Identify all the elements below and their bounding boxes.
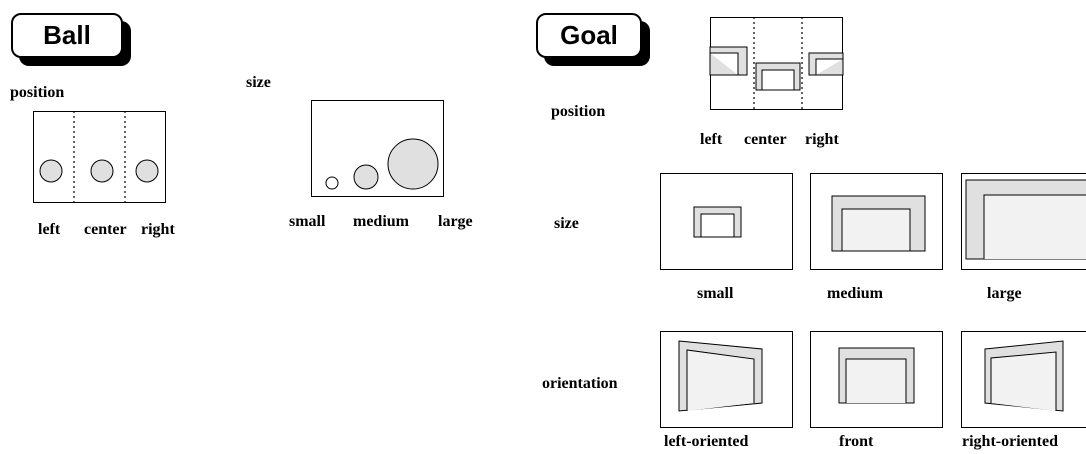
goal-size-label: size <box>554 215 579 232</box>
goal-orientation-front-diagram <box>810 331 943 428</box>
ball-size-medium: medium <box>353 213 409 230</box>
goal-size-small-diagram <box>660 173 793 270</box>
goal-orientation-left-diagram <box>660 331 793 428</box>
goal-size-large: large <box>987 285 1022 302</box>
ball-center <box>90 159 114 183</box>
ball-position-label: position <box>10 84 65 101</box>
ball-size-label: size <box>246 74 271 91</box>
ball-position-diagram <box>33 111 166 203</box>
ball-title: Ball <box>11 13 123 58</box>
goal-orientation-right-diagram <box>961 331 1086 428</box>
goal-size-medium-diagram <box>810 173 943 270</box>
ball-right <box>135 159 159 183</box>
goal-size-small: small <box>697 285 734 302</box>
ball-size-diagram <box>311 100 444 197</box>
ball-size-large: large <box>438 213 473 230</box>
ball-small <box>325 176 339 190</box>
ball-position-right: right <box>141 221 175 238</box>
goal-position-right: right <box>805 131 839 148</box>
goal-position-center: center <box>744 131 787 148</box>
goal-orientation-front: front <box>839 433 874 450</box>
ball-large <box>387 138 439 190</box>
goal-title-tag: Goal <box>536 13 650 66</box>
ball-position-center: center <box>84 221 127 238</box>
goal-orientation-label: orientation <box>542 375 618 392</box>
goal-position-label: position <box>551 103 606 120</box>
goal-title: Goal <box>536 13 642 58</box>
goal-orientation-left: left-oriented <box>664 433 749 450</box>
goal-position-diagram <box>709 17 844 110</box>
ball-left <box>39 159 63 183</box>
ball-medium <box>353 164 379 190</box>
goal-position-left: left <box>700 131 723 148</box>
ball-title-tag: Ball <box>11 13 131 66</box>
goal-size-large-diagram <box>961 173 1086 270</box>
goal-orientation-right: right-oriented <box>962 433 1058 450</box>
ball-position-left: left <box>38 221 61 238</box>
ball-size-small: small <box>289 213 326 230</box>
goal-size-medium: medium <box>827 285 883 302</box>
